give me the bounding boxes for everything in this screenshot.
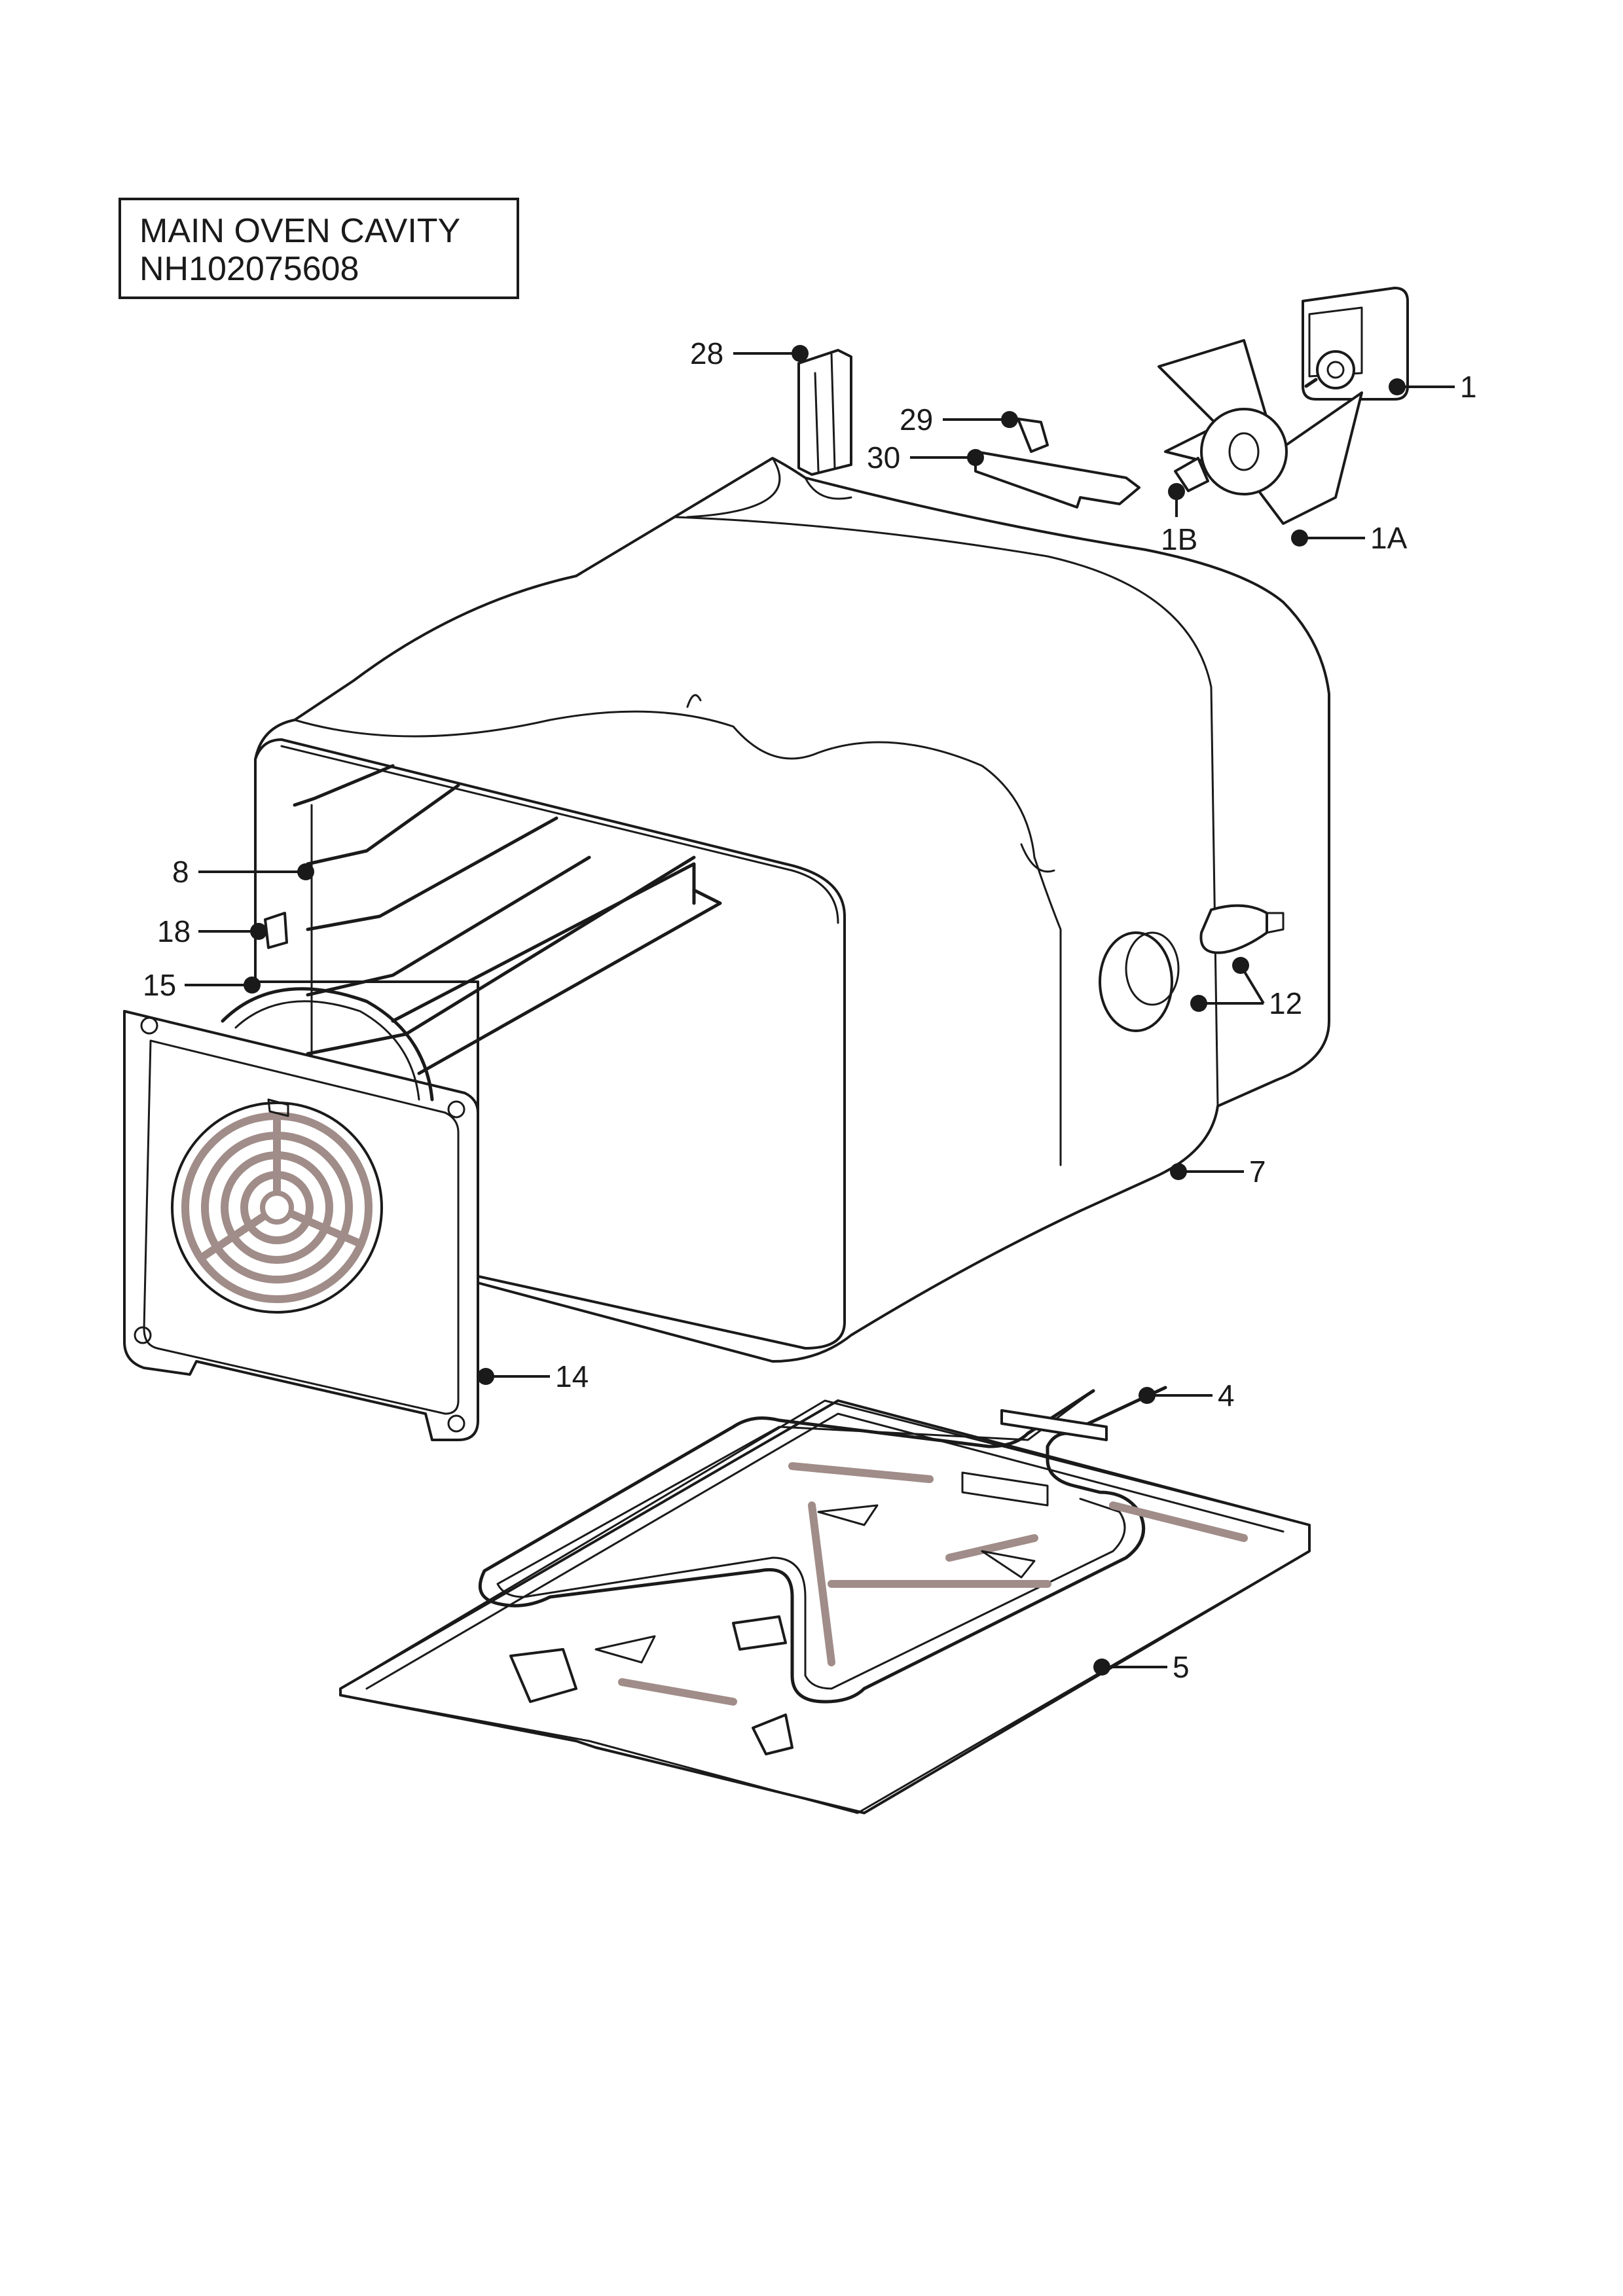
callout-18: 18 (157, 914, 267, 948)
svg-text:14: 14 (555, 1359, 589, 1393)
svg-text:29: 29 (900, 403, 933, 437)
callout-4: 4 (1139, 1378, 1235, 1412)
svg-text:4: 4 (1218, 1378, 1235, 1412)
svg-text:1: 1 (1460, 370, 1477, 404)
base-plate (339, 1399, 1311, 1814)
vent-duct (797, 349, 852, 476)
fan-motor (1302, 287, 1409, 401)
sensor-bracket (974, 450, 1140, 509)
callout-12: 12 (1190, 957, 1302, 1020)
svg-text:5: 5 (1173, 1650, 1190, 1684)
diagram-part-number: NH102075608 (139, 250, 359, 288)
fan-blade (1158, 339, 1363, 525)
diagram-title-box: MAIN OVEN CAVITY NH102075608 (119, 198, 519, 299)
svg-text:1A: 1A (1370, 521, 1408, 555)
callout-15: 15 (143, 968, 261, 1002)
callout-7: 7 (1170, 1155, 1266, 1189)
callout-1b: 1B (1161, 483, 1197, 556)
svg-text:28: 28 (690, 336, 723, 370)
callout-30: 30 (867, 440, 984, 475)
svg-text:1B: 1B (1161, 522, 1197, 556)
bracket (264, 912, 288, 949)
callout-8: 8 (172, 855, 314, 889)
shelf-runners (293, 764, 722, 1075)
grill-element (478, 1386, 1167, 1704)
callout-28: 28 (690, 336, 809, 370)
callout-5: 5 (1093, 1650, 1190, 1684)
svg-text:12: 12 (1269, 986, 1302, 1020)
svg-text:8: 8 (172, 855, 189, 889)
callout-1a: 1A (1291, 521, 1408, 555)
callout-1: 1 (1389, 370, 1477, 404)
fan-back-panel (123, 1010, 479, 1441)
svg-text:15: 15 (143, 968, 176, 1002)
diagram-title: MAIN OVEN CAVITY (139, 212, 461, 250)
svg-text:18: 18 (157, 914, 191, 948)
callout-29: 29 (900, 403, 1018, 437)
callout-14: 14 (477, 1359, 589, 1393)
clip (1017, 418, 1049, 453)
svg-text:7: 7 (1249, 1155, 1266, 1189)
svg-text:30: 30 (867, 440, 900, 475)
door-seal (221, 987, 434, 1102)
oven-lamp (1099, 904, 1285, 1032)
fan-nut (1174, 457, 1209, 492)
